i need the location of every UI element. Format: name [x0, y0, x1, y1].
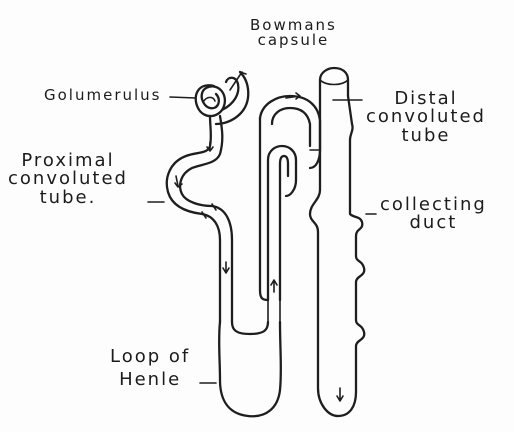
leader-lines [148, 72, 376, 383]
proximal-line-3: tube. [8, 189, 128, 207]
distal-tube-label: Distal convoluted tube [366, 90, 486, 145]
collecting-duct-label: collecting duct [380, 196, 487, 233]
proximal-line-2: convoluted [8, 170, 128, 188]
henle-line-1: Loop of [110, 346, 190, 369]
glomerulus-knot [196, 85, 225, 116]
bowmans-capsule-label: Bowmans capsule [250, 18, 337, 49]
bowmans-line-2: capsule [250, 33, 337, 48]
loop-of-henle-label: Loop of Henle [110, 346, 190, 391]
collecting-line-2: duct [380, 214, 487, 232]
henle-line-2: Henle [110, 369, 190, 392]
ascending-limb [260, 93, 320, 300]
distal-line-3: tube [366, 127, 486, 145]
glomerulus-text: Golumerulus [44, 88, 161, 103]
collecting-duct-tube [310, 68, 364, 416]
proximal-tube-label: Proximal convoluted tube. [8, 152, 128, 207]
proximal-convoluted-tubule [167, 116, 232, 322]
glomerulus-label: Golumerulus [44, 88, 161, 103]
distal-line-2: convoluted [366, 108, 486, 126]
loop-of-henle-bend [219, 300, 281, 416]
